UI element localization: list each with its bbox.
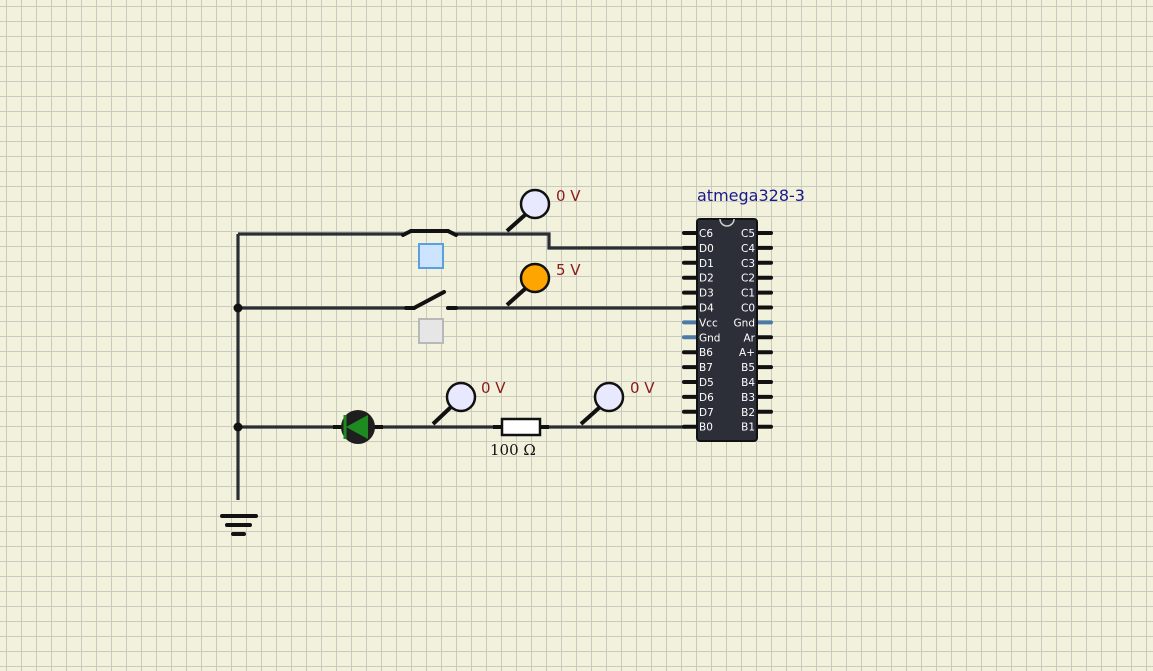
chip-pin-label: C1: [741, 288, 755, 300]
chip-pin-label: B0: [699, 422, 713, 434]
voltage-probe[interactable]: [505, 188, 551, 233]
chip-notch: [719, 218, 735, 227]
probe-reading: 0 V: [556, 187, 581, 205]
chip-pin-label: B5: [741, 362, 755, 374]
switch-closed[interactable]: [401, 229, 458, 237]
chip-title: atmega328-3: [697, 186, 805, 205]
chip-pin-label: A+: [739, 347, 755, 359]
chip-pin-label: D0: [699, 243, 714, 255]
chip-pin-label: C4: [741, 243, 755, 255]
chip-pin-label: D7: [699, 407, 714, 419]
chip-pin-label: B4: [741, 377, 755, 389]
switch-open[interactable]: [404, 290, 458, 310]
chip-pin-label: D2: [699, 273, 714, 285]
probe-reading: 0 V: [630, 379, 655, 397]
chip-pin-label: B1: [741, 422, 755, 434]
chip-pin-label: D6: [699, 392, 714, 404]
junction-dot: [233, 303, 243, 313]
chip-pin-label: C0: [741, 303, 755, 315]
chip-pin-label: C6: [699, 228, 713, 240]
chip-pin-label: Gnd: [699, 332, 720, 344]
voltage-probe[interactable]: [431, 381, 477, 426]
chip-pin-label: D4: [699, 303, 714, 315]
chip-pin-label: D5: [699, 377, 714, 389]
resistor-label: 100 Ω: [490, 441, 536, 459]
ground-symbol[interactable]: [220, 514, 258, 536]
voltage-probe[interactable]: [505, 262, 551, 307]
chip-pin-label: B6: [699, 347, 713, 359]
chip-pin-label: B3: [741, 392, 755, 404]
chip-pin-label: C2: [741, 273, 755, 285]
chip-pin-label: B7: [699, 362, 713, 374]
chip-pin-label: C3: [741, 258, 755, 270]
chip-pin-label: Gnd: [734, 317, 755, 329]
switch-toggle-button[interactable]: [418, 243, 444, 269]
chip-body[interactable]: [696, 218, 758, 442]
junction-dot: [233, 422, 243, 432]
chip-pin-label: Vcc: [699, 317, 718, 329]
voltage-probe[interactable]: [579, 381, 625, 426]
probe-reading: 0 V: [481, 379, 506, 397]
chip-pin-label: Ar: [744, 332, 756, 344]
led[interactable]: [333, 410, 383, 444]
wires: [236, 232, 686, 500]
chip-pin-label: D3: [699, 288, 714, 300]
chip-pin-label: C5: [741, 228, 755, 240]
chip-pins: [682, 231, 773, 429]
probe-reading: 5 V: [556, 261, 581, 279]
chip-pin-label: B2: [741, 407, 755, 419]
resistor[interactable]: [493, 417, 549, 437]
switch-toggle-button[interactable]: [418, 318, 444, 344]
chip-pin-label: D1: [699, 258, 714, 270]
